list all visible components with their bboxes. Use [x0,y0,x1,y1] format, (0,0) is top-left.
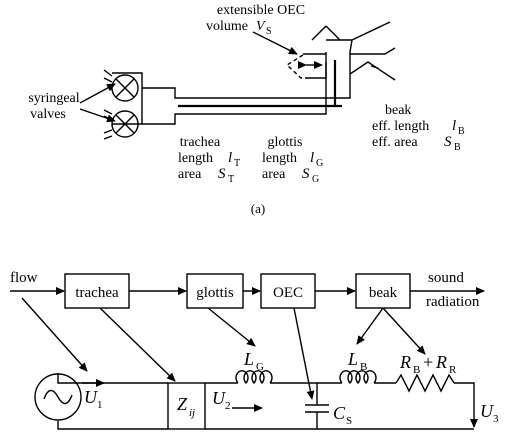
flow-label: flow [10,270,38,286]
zij-var: Z [177,394,188,414]
trachea-length-sub: T [234,158,240,169]
inductor-lg-icon [235,370,273,385]
block-label-trachea: trachea [75,285,119,301]
radiation-label: radiation [426,294,480,310]
trachea-label-line1: trachea [180,135,221,150]
syringeal-valves [103,69,143,140]
impedance-box [167,382,206,430]
beak-area-var: S [444,134,452,150]
sound-label: sound [428,270,464,286]
cs-sub: S [346,415,352,427]
block-label-oec: OEC [273,285,303,301]
lb-sub: B [360,361,367,373]
trachea-tube [142,52,351,125]
u1-sub: 1 [97,399,103,411]
trachea-area-var: S [218,166,226,182]
glottis-label-line2: length [262,151,297,166]
glottis-area-sub: G [312,174,319,185]
lower-valve-icon [111,110,139,138]
syringeal-label-line1: syringeal [28,91,79,106]
beak-label-line2: eff. length [372,119,429,134]
resistor-icon [395,373,455,393]
beak-label-line1: beak [385,103,411,118]
glottis-area-var: S [302,166,310,182]
inductor-lb-icon [339,370,377,385]
rb-var: R [399,352,411,372]
plus-sign: + [423,352,433,372]
beak-area-sub: B [454,142,461,153]
panel-b-circuit: trachea glottis OEC beak flow sound radi… [10,270,499,430]
panel-a-anatomy: extensible OEC volume V S syringeal valv… [28,3,465,216]
lg-var: L [243,349,254,369]
trachea-area-sub: T [228,174,234,185]
cs-var: C [333,403,346,423]
block-label-beak: beak [369,285,398,301]
lb-var: L [347,349,358,369]
syringeal-label-line2: valves [30,107,66,122]
lg-sub: G [256,361,264,373]
ac-source-icon [34,373,82,421]
u3-sub: 3 [493,413,499,425]
beak-length-sub: B [458,126,465,137]
oec-label-line1: extensible OEC [217,3,305,18]
glottis-length-sub: G [316,158,323,169]
u2-sub: 2 [225,400,231,412]
oec-volume-sub: S [266,26,272,37]
trachea-label-line2: length [178,151,213,166]
glottis-label-line3: area [262,167,286,182]
oec-label-line2: volume [206,19,248,34]
block-label-glottis: glottis [196,285,234,301]
trachea-label-line3: area [178,167,202,182]
zij-sub: ij [189,407,195,419]
u2-var: U [212,388,226,408]
rb-sub: B [413,364,420,376]
sine-wave-icon [43,389,73,405]
u3-var: U [480,401,494,421]
glottis-label-line1: glottis [267,135,302,150]
oec-volume-var: V [256,19,266,34]
glottis-length-var: l [310,150,314,166]
u1-var: U [84,387,98,407]
rr-sub: R [449,364,457,376]
panel-a-caption: (a) [251,201,265,216]
beak-length-var: l [452,118,456,134]
oec-beak-shape [285,21,396,81]
rr-var: R [435,352,447,372]
trachea-length-var: l [228,150,232,166]
beak-label-line3: eff. area [372,135,418,150]
